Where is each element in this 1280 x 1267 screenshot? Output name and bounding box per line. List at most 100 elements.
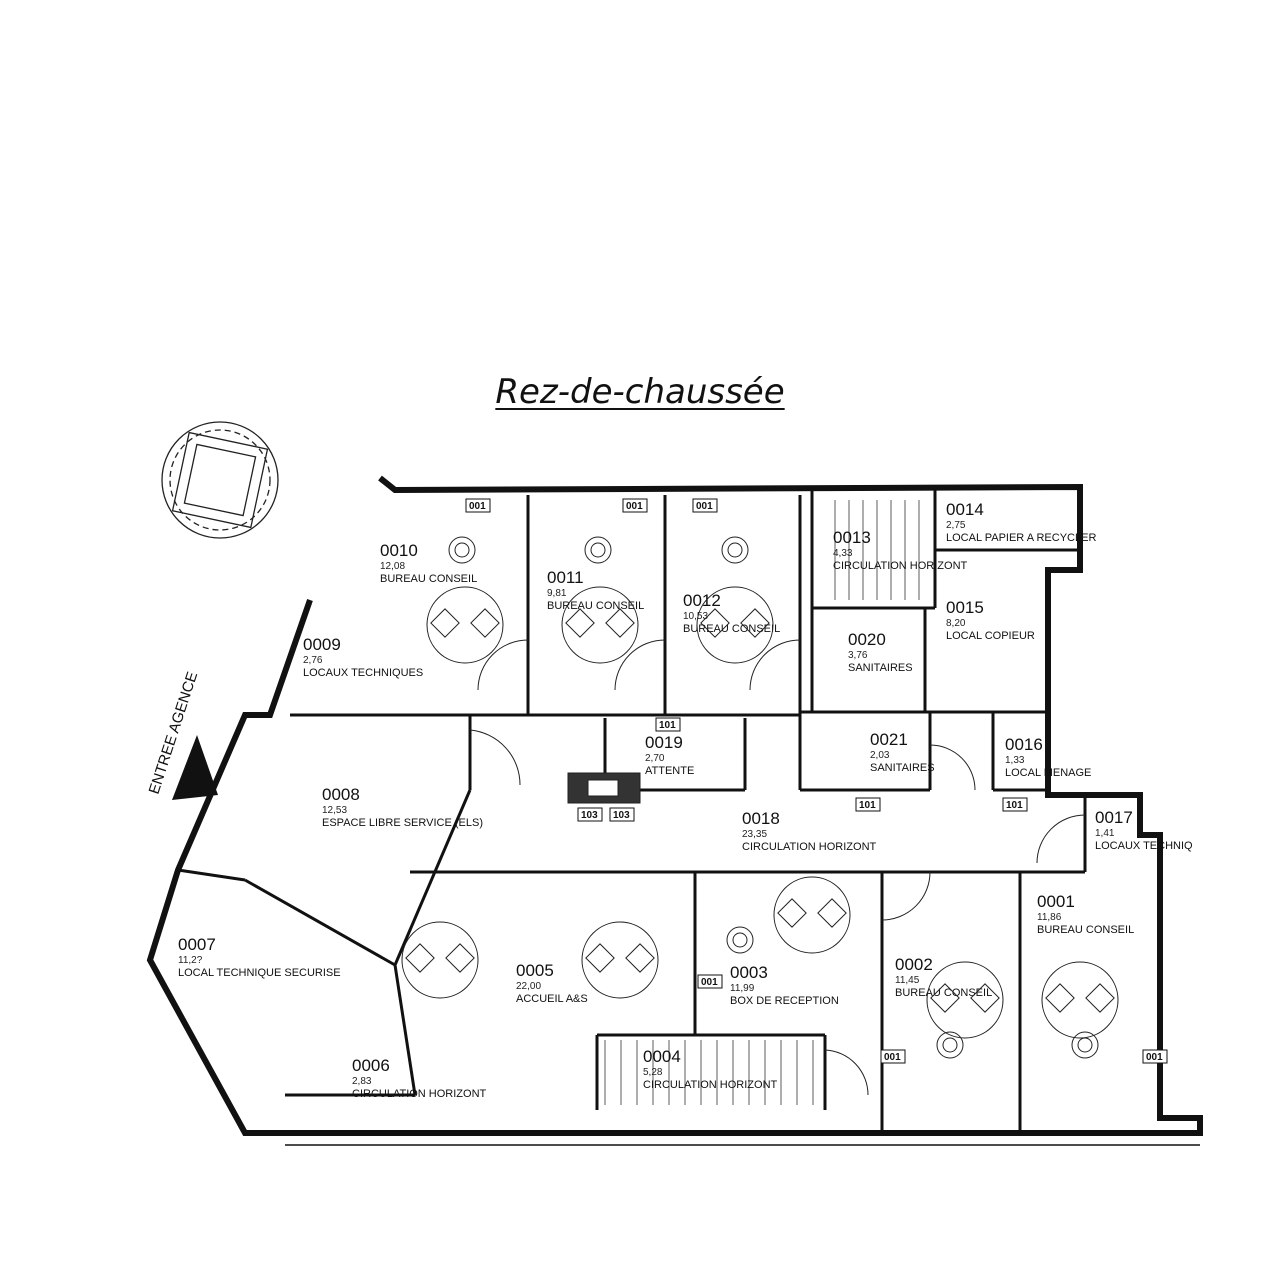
room-number: 0003 xyxy=(730,963,768,982)
room-name: BUREAU CONSEIL xyxy=(683,623,780,635)
room-number: 0010 xyxy=(380,541,418,560)
chair xyxy=(470,608,500,638)
room-name: ACCUEIL A&S xyxy=(516,993,588,1005)
walls xyxy=(146,475,1203,1146)
room-area: 23,35 xyxy=(742,829,767,840)
room-name: CIRCULATION HORIZONT xyxy=(352,1088,487,1100)
tree-icon xyxy=(161,421,279,539)
chair xyxy=(930,983,960,1013)
door-tag-label: 103 xyxy=(613,810,630,821)
room-name: LOCAL PAPIER A RECYCLER xyxy=(946,532,1096,544)
room-number: 0005 xyxy=(516,961,554,980)
office-chair xyxy=(584,536,612,564)
room-area: 4,33 xyxy=(833,548,853,559)
door-tag-label: 103 xyxy=(581,810,598,821)
door-tag-label: 001 xyxy=(469,501,486,512)
door-tag-label: 001 xyxy=(884,1052,901,1063)
interior-wall xyxy=(244,878,396,967)
room-name: ESPACE LIBRE SERVICE (ELS) xyxy=(322,817,483,829)
room-number: 0002 xyxy=(895,955,933,974)
chair xyxy=(1045,983,1075,1013)
room-name: ATTENTE xyxy=(645,765,694,777)
office-chair xyxy=(454,542,470,558)
room-area: 1,41 xyxy=(1095,828,1115,839)
interior-wall xyxy=(177,868,246,882)
room-name: CIRCULATION HORIZONT xyxy=(833,560,968,572)
chair xyxy=(585,943,615,973)
chair xyxy=(817,898,847,928)
room-number: 0019 xyxy=(645,733,683,752)
door-tag: 001 xyxy=(697,974,723,989)
room-area: 9,81 xyxy=(547,588,567,599)
room-area: 2,75 xyxy=(946,520,966,531)
room-number: 0008 xyxy=(322,785,360,804)
chair xyxy=(970,983,1000,1013)
round-table xyxy=(401,921,479,999)
room-area: 11,2? xyxy=(178,955,203,966)
door-tag-label: 001 xyxy=(626,501,643,512)
interior-wall xyxy=(393,964,417,1096)
chair xyxy=(430,608,460,638)
room-number: 0013 xyxy=(833,528,871,547)
room-number: 0009 xyxy=(303,635,341,654)
door-swing xyxy=(749,639,801,691)
chair xyxy=(445,943,475,973)
room-number: 0021 xyxy=(870,730,908,749)
door-tag: 001 xyxy=(692,498,718,513)
room-name: SANITAIRES xyxy=(870,762,935,774)
chair xyxy=(700,608,730,638)
room-name: CIRCULATION HORIZONT xyxy=(643,1079,778,1091)
room-number: 0006 xyxy=(352,1056,390,1075)
room-area: 5,28 xyxy=(643,1067,663,1078)
door-tag-label: 001 xyxy=(696,501,713,512)
chair xyxy=(605,608,635,638)
room-number: 0017 xyxy=(1095,808,1133,827)
office-chair xyxy=(727,542,743,558)
room-number: 0018 xyxy=(742,809,780,828)
room-name: SANITAIRES xyxy=(848,662,913,674)
interior-wall xyxy=(393,789,472,966)
door-tag-label: 101 xyxy=(859,800,876,811)
room-area: 22,00 xyxy=(516,981,541,992)
door-tag: 103 xyxy=(609,807,635,822)
room-name: BUREAU CONSEIL xyxy=(1037,924,1134,936)
door-tag: 101 xyxy=(855,797,881,812)
door-tag-label: 001 xyxy=(1146,1052,1163,1063)
room-number: 0007 xyxy=(178,935,216,954)
round-table xyxy=(1041,961,1119,1039)
office-chair xyxy=(448,536,476,564)
room-name: LOCAUX TECHNIQUES xyxy=(303,667,423,679)
door-swing xyxy=(929,744,976,791)
door-swing xyxy=(469,729,521,786)
door-tag: 101 xyxy=(1002,797,1028,812)
room-number: 0004 xyxy=(643,1047,681,1066)
room-area: 11,86 xyxy=(1037,912,1062,923)
door-swing xyxy=(881,871,931,921)
furniture xyxy=(401,536,1119,1096)
round-table xyxy=(696,586,774,664)
plan-title: Rez-de-chaussée xyxy=(0,372,1280,412)
door-tag: 001 xyxy=(880,1049,906,1064)
room-name: LOCAL TECHNIQUE SECURISE xyxy=(178,967,341,979)
room-area: 2,70 xyxy=(645,753,665,764)
room-area: 3,76 xyxy=(848,650,868,661)
door-tag: 001 xyxy=(465,498,491,513)
room-area: 12,53 xyxy=(322,805,347,816)
door-swing xyxy=(824,1049,869,1096)
door-swing xyxy=(477,639,529,691)
